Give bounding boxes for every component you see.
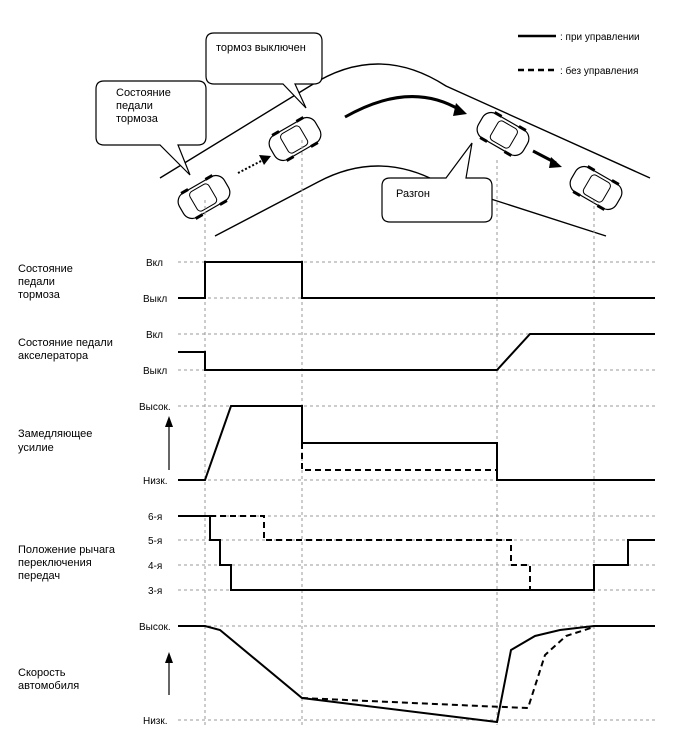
car-icon bbox=[476, 111, 530, 157]
tick-label: 3-я bbox=[148, 586, 162, 597]
signal-traces bbox=[178, 261, 655, 724]
car-icon bbox=[268, 116, 322, 162]
trace-gear-uncontrolled bbox=[210, 515, 531, 590]
legend-uncontrolled-label: : без управления bbox=[560, 65, 638, 77]
row-label-brake: Состояние педали тормоза bbox=[18, 263, 76, 301]
up-arrow-head bbox=[165, 652, 173, 663]
trace-speed-uncontrolled bbox=[301, 626, 595, 710]
legend-controlled-label: : при управлении bbox=[560, 32, 640, 43]
callout-brake-off bbox=[205, 32, 323, 109]
tick-label: Выкл bbox=[143, 294, 167, 305]
tick-label: 4-я bbox=[148, 561, 162, 572]
increase-arrows bbox=[165, 416, 173, 695]
callout-brake-pedal-state bbox=[95, 80, 207, 176]
trace-accelerator-pedal bbox=[178, 333, 655, 371]
legend: : при управлении : без управления bbox=[518, 32, 640, 77]
trace-decel-uncontrolled bbox=[301, 443, 497, 471]
level-guides bbox=[178, 261, 655, 721]
tick-label: Вкл bbox=[146, 258, 163, 269]
tick-label: 5-я bbox=[148, 536, 162, 547]
callout-acceleration bbox=[381, 142, 493, 223]
timing-guides bbox=[204, 140, 595, 725]
trace-gear-controlled bbox=[178, 515, 655, 591]
tick-label: Низк. bbox=[143, 716, 168, 727]
car-icon bbox=[569, 165, 623, 211]
dotted-arrow bbox=[237, 159, 264, 174]
dotted-arrow-head bbox=[259, 155, 271, 165]
row-label-gear-position: Положение рычага переключения передач bbox=[18, 544, 118, 582]
curved-arrow bbox=[344, 95, 461, 119]
motion-arrows bbox=[237, 95, 562, 174]
cars bbox=[177, 111, 623, 220]
trace-brake-pedal bbox=[178, 261, 655, 299]
car-icon bbox=[177, 174, 231, 220]
tick-label: Вкл bbox=[146, 330, 163, 341]
tick-label: 6-я bbox=[148, 512, 162, 523]
short-arrow-head bbox=[549, 157, 562, 168]
row-label-decel-force: Замедляющее усилие bbox=[18, 428, 95, 454]
curved-arrow-head bbox=[453, 103, 467, 116]
tick-label: Высок. bbox=[139, 402, 171, 413]
trace-speed-controlled bbox=[178, 625, 655, 724]
callouts: тормоз выключен Состояние педали тормоза… bbox=[95, 32, 493, 223]
row-label-accelerator: Состояние педали акселератора bbox=[18, 337, 116, 362]
tick-label: Высок. bbox=[139, 622, 171, 633]
callout-acceleration-text: Разгон bbox=[396, 188, 430, 200]
callout-brake-pedal-state-text: Состояние педали тормоза bbox=[116, 87, 174, 125]
tick-labels: Вкл Выкл Вкл Выкл Высок. Низк. 6-я 5-я 4… bbox=[139, 258, 171, 727]
tick-label: Низк. bbox=[143, 476, 168, 487]
trace-decel-controlled bbox=[178, 405, 655, 481]
callout-brake-off-text: тормоз выключен bbox=[216, 42, 306, 54]
tick-label: Выкл bbox=[143, 366, 167, 377]
row-label-vehicle-speed: Скорость автомобиля bbox=[18, 667, 79, 692]
up-arrow-head bbox=[165, 416, 173, 427]
